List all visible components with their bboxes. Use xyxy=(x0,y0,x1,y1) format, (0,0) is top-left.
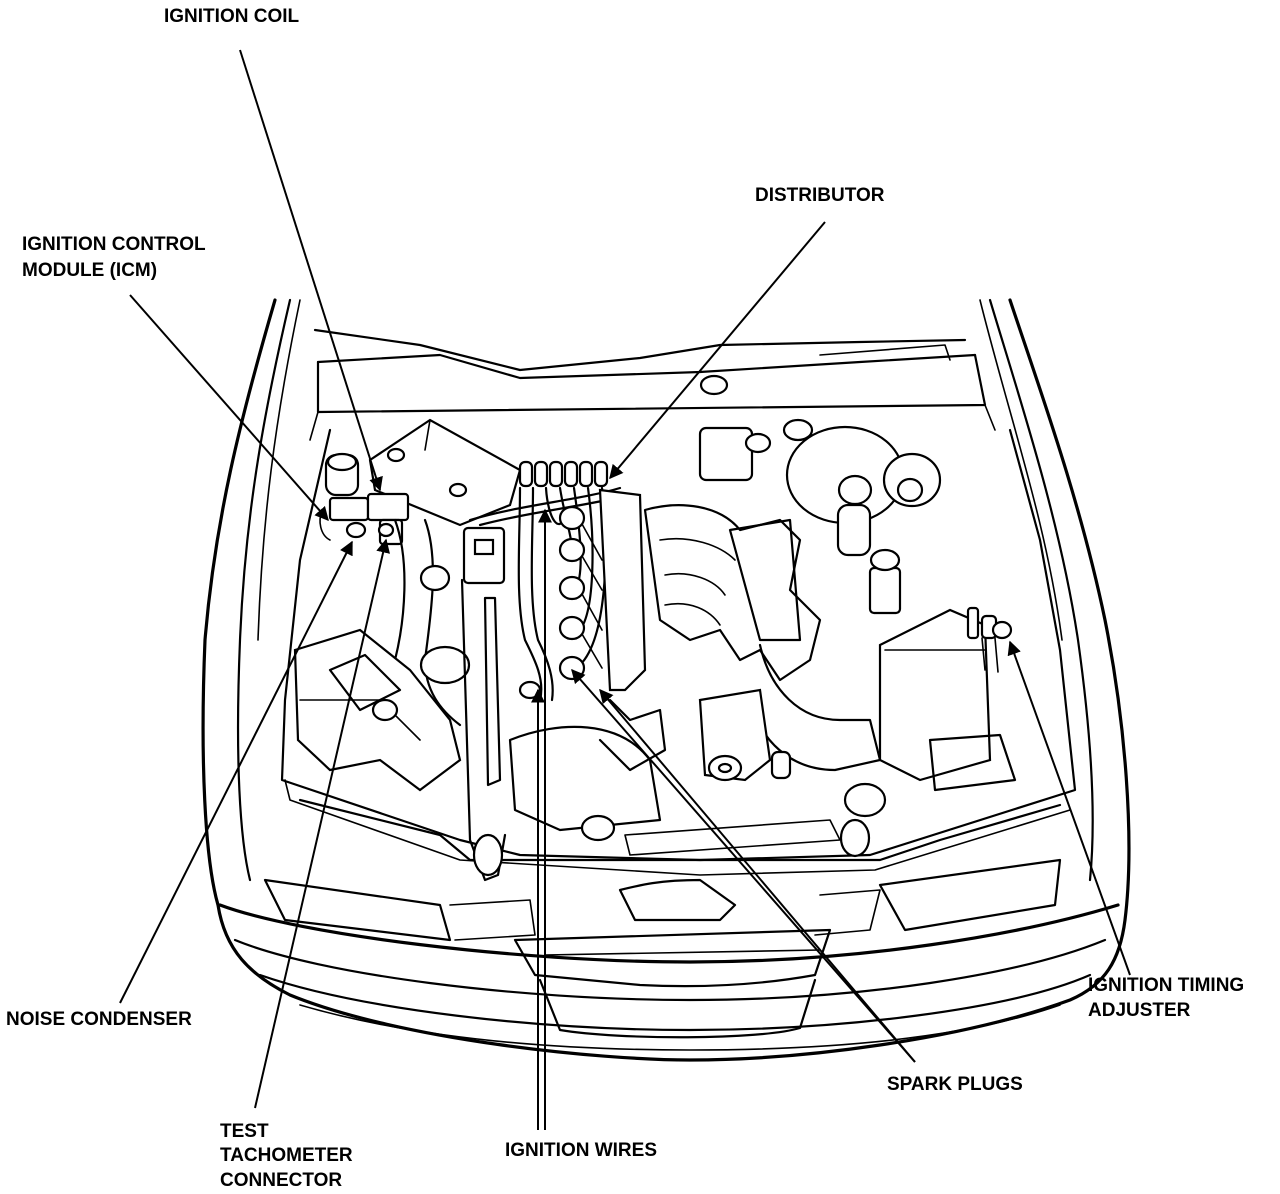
leader-test-tach xyxy=(254,538,390,1109)
label-test-tach-line3: CONNECTOR xyxy=(220,1170,342,1191)
leader-distributor xyxy=(609,221,826,480)
left-components xyxy=(293,418,522,882)
label-test-tach-line1: TEST xyxy=(220,1121,269,1142)
distributor-wires xyxy=(468,460,667,772)
label-icm-line2: MODULE (ICM) xyxy=(22,260,157,281)
leader-ignition-coil xyxy=(239,49,383,492)
engine-bay xyxy=(280,328,1077,876)
leader-spark-plugs-b xyxy=(599,688,916,1063)
label-spark-plugs: SPARK PLUGS xyxy=(887,1074,1023,1095)
car-body xyxy=(201,298,1131,1062)
label-ignition-coil: IGNITION COIL xyxy=(164,6,300,27)
right-components xyxy=(508,418,1017,922)
leader-timing-adjuster xyxy=(1007,640,1131,976)
leader-lines xyxy=(119,49,1131,1130)
label-distributor: DISTRIBUTOR xyxy=(755,185,885,206)
label-test-tach-line2: TACHOMETER xyxy=(220,1145,353,1166)
label-timing-line1: IGNITION TIMING xyxy=(1088,975,1244,996)
leader-noise-condenser xyxy=(119,540,353,1004)
label-ignition-wires: IGNITION WIRES xyxy=(505,1140,657,1161)
label-noise-condenser: NOISE CONDENSER xyxy=(6,1009,192,1030)
label-timing-line2: ADJUSTER xyxy=(1088,1000,1191,1021)
callout-labels: IGNITION COIL DISTRIBUTOR IGNITION CONTR… xyxy=(6,6,1244,1191)
leader-icm xyxy=(129,294,329,522)
leader-spark-plugs-a xyxy=(571,668,916,1063)
label-icm-line1: IGNITION CONTROL xyxy=(22,234,206,255)
